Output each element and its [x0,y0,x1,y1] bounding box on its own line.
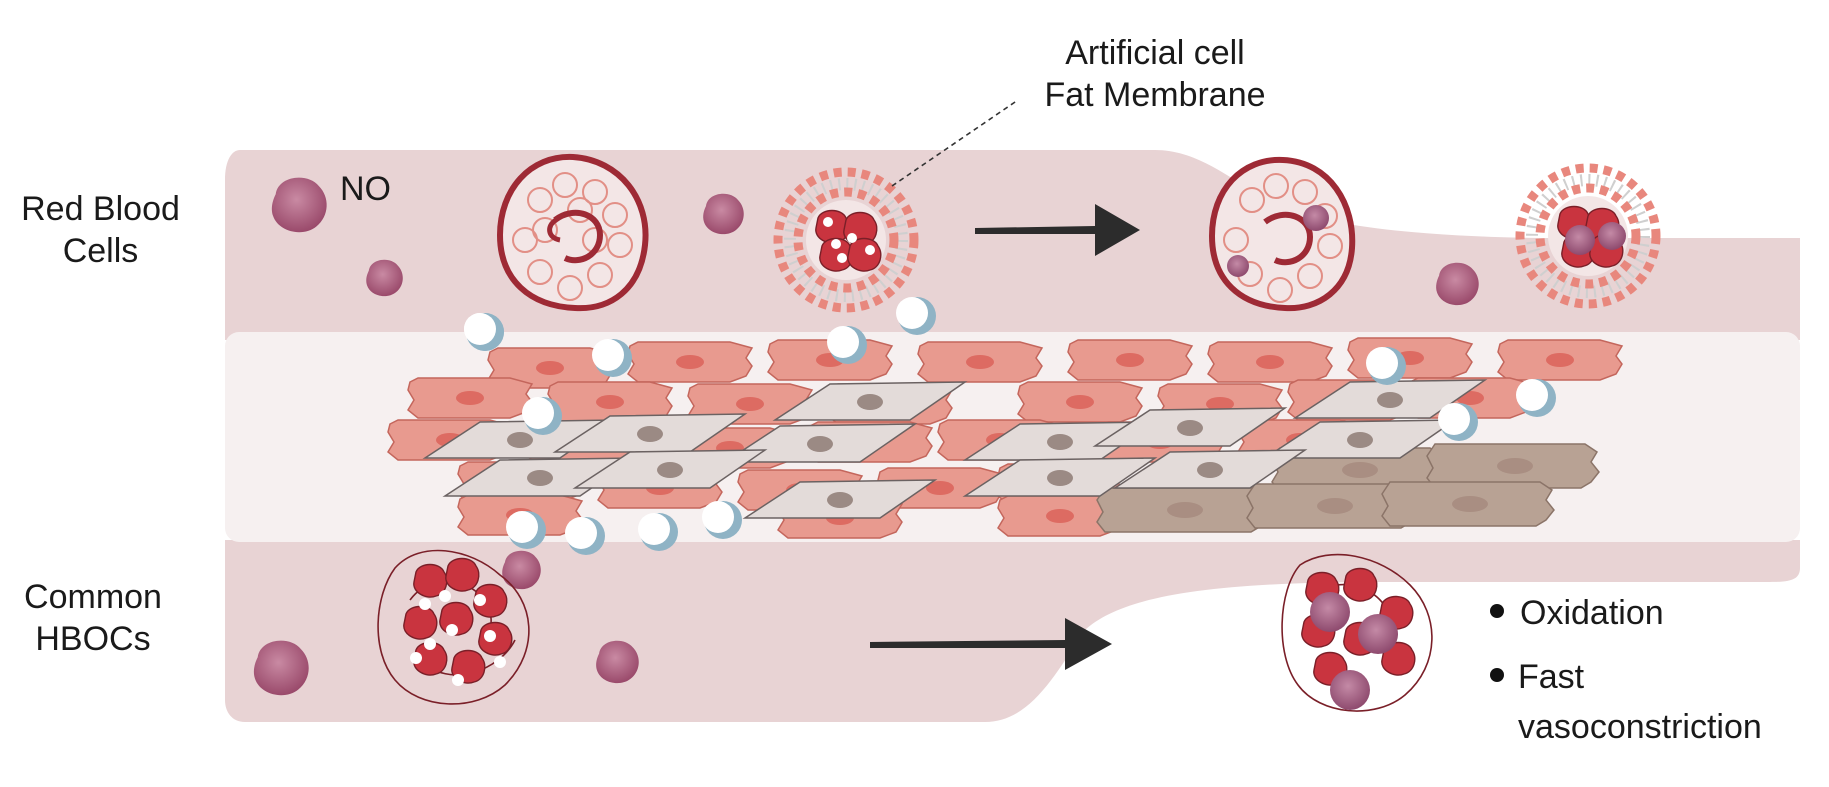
label-red-blood-cells-line2: Cells [62,232,139,270]
label-common-hbocs-line2: HBOCs [35,620,151,658]
label-red-blood-cells-line1: Red Blood [21,190,180,228]
red-blood-cell-left [496,153,649,312]
label-vasoconstriction: vasoconstriction [1518,708,1762,746]
label-oxidation: Oxidation [1520,594,1664,632]
label-fast: Fast [1518,658,1585,696]
bullet-vasoconstriction [1490,668,1504,682]
label-artificial-cell-line1: Artificial cell [1065,34,1245,72]
arrow-upper [975,204,1140,256]
bullet-oxidation [1490,604,1504,618]
label-artificial-cell: Artificial cell Fat Membrane [1010,32,1300,116]
artificial-cell-pointer [891,99,1019,187]
label-common-hbocs-line1: Common [24,578,162,616]
label-red-blood-cells: Red Blood Cells [8,188,193,272]
label-common-hbocs: Common HBOCs [8,576,178,660]
hboc-right [1281,553,1433,712]
label-no: NO [340,170,391,208]
artificial-cell-right [1515,163,1661,309]
arrow-lower [870,618,1112,670]
artificial-cell-left [773,167,919,313]
red-blood-cell-right [1208,156,1356,312]
label-artificial-cell-line2: Fat Membrane [1044,76,1266,114]
hboc-left [377,549,530,705]
